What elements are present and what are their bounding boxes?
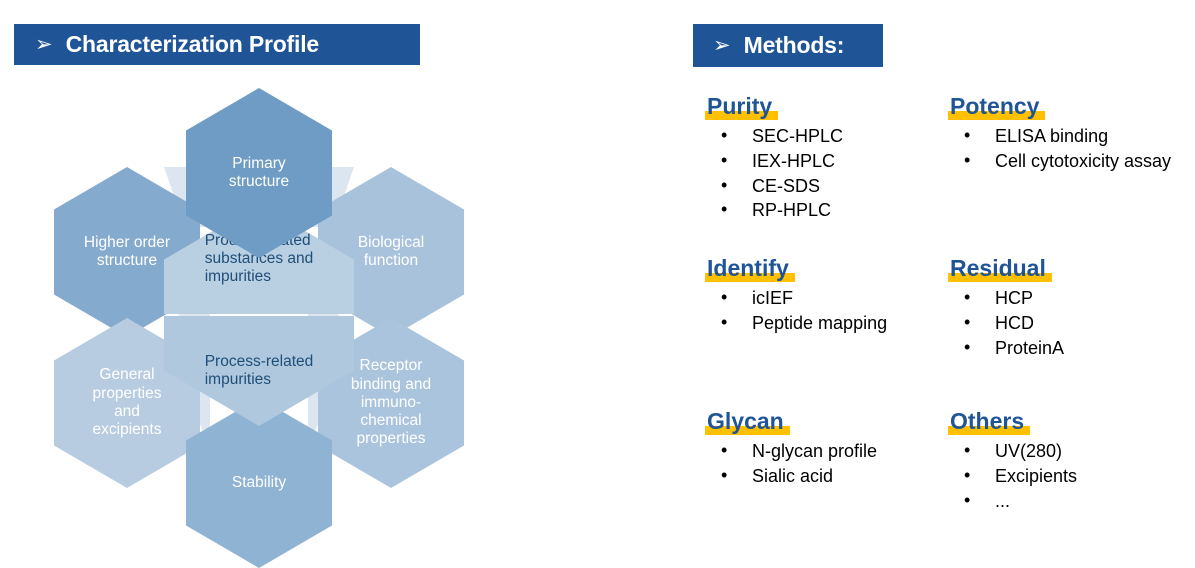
bullet-icon: • — [721, 199, 728, 220]
methods-grid: Purity •SEC-HPLC•IEX-HPLC •CE-SDS •RP-HPLC… — [705, 94, 1185, 544]
method-item-list: •ELISA binding•Cell cytotoxicity assay — [948, 125, 1178, 174]
method-item-list: •N-glycan profile•Sialic acid — [705, 440, 935, 489]
method-item: •RP-HPLC — [721, 199, 832, 221]
method-item-list: •icIEF•Peptide mapping — [705, 287, 935, 336]
hexagon-label: Stability — [231, 473, 287, 491]
method-item: •Peptide mapping — [721, 311, 888, 333]
method-item: •Cell cytotoxicity assay — [964, 149, 1172, 171]
bullet-icon: • — [721, 464, 728, 485]
method-item-list: •SEC-HPLC•IEX-HPLC •CE-SDS •RP-HPLC — [705, 125, 935, 223]
method-heading: Identify — [705, 256, 795, 283]
methods-title: Methods: — [743, 32, 845, 58]
method-block-identify: Identify •icIEF•Peptide mapping — [705, 256, 935, 337]
method-item: •icIEF — [721, 287, 794, 309]
bullet-icon: • — [964, 311, 971, 332]
method-item: •ELISA binding — [964, 125, 1109, 147]
bullet-icon: • — [721, 149, 728, 170]
bullet-icon: • — [964, 440, 971, 461]
bullet-icon: • — [964, 149, 971, 170]
method-item: •ProteinA — [964, 336, 1065, 358]
method-block-others: Others •UV(280)•Excipients •... — [948, 409, 1178, 514]
method-item: •N-glycan profile — [721, 440, 878, 462]
method-item: •Sialic acid — [721, 464, 834, 486]
method-item: •SEC-HPLC — [721, 125, 844, 147]
method-heading: Residual — [948, 256, 1052, 283]
method-item: •UV(280) — [964, 440, 1063, 462]
method-block-glycan: Glycan •N-glycan profile•Sialic acid — [705, 409, 935, 490]
characterization-profile-banner: ➢ Characterization Profile — [14, 24, 420, 65]
method-block-purity: Purity •SEC-HPLC•IEX-HPLC •CE-SDS •RP-HPLC — [705, 94, 935, 224]
method-item-list: •UV(280)•Excipients •... — [948, 440, 1178, 513]
bullet-icon: • — [964, 287, 971, 308]
bullet-icon: • — [721, 125, 728, 146]
arrow-bullet-icon: ➢ — [35, 32, 53, 56]
method-item: •HCD — [964, 311, 1034, 333]
method-heading: Others — [948, 409, 1031, 436]
bullet-icon: • — [721, 311, 728, 332]
bullet-icon: • — [964, 464, 971, 485]
method-item: •Excipients — [964, 464, 1078, 486]
bullet-icon: • — [721, 440, 728, 461]
method-item: •CE-SDS — [721, 174, 821, 196]
method-item: •HCP — [964, 287, 1034, 309]
characterization-profile-title: Characterization Profile — [65, 31, 320, 57]
method-item: •... — [964, 489, 1011, 511]
bullet-icon: • — [964, 489, 971, 510]
bullet-icon: • — [721, 174, 728, 195]
method-item: •IEX-HPLC — [721, 149, 836, 171]
bullet-icon: • — [964, 336, 971, 357]
methods-banner: ➢ Methods: — [693, 24, 883, 67]
bullet-icon: • — [964, 125, 971, 146]
arrow-bullet-icon: ➢ — [713, 33, 731, 57]
method-heading: Purity — [705, 94, 779, 121]
method-block-residual: Residual •HCP•HCD •ProteinA — [948, 256, 1178, 361]
bullet-icon: • — [721, 287, 728, 308]
method-item-list: •HCP•HCD •ProteinA — [948, 287, 1178, 360]
method-block-potency: Potency •ELISA binding•Cell cytotoxicity… — [948, 94, 1178, 175]
method-heading: Glycan — [705, 409, 790, 436]
method-heading: Potency — [948, 94, 1046, 121]
